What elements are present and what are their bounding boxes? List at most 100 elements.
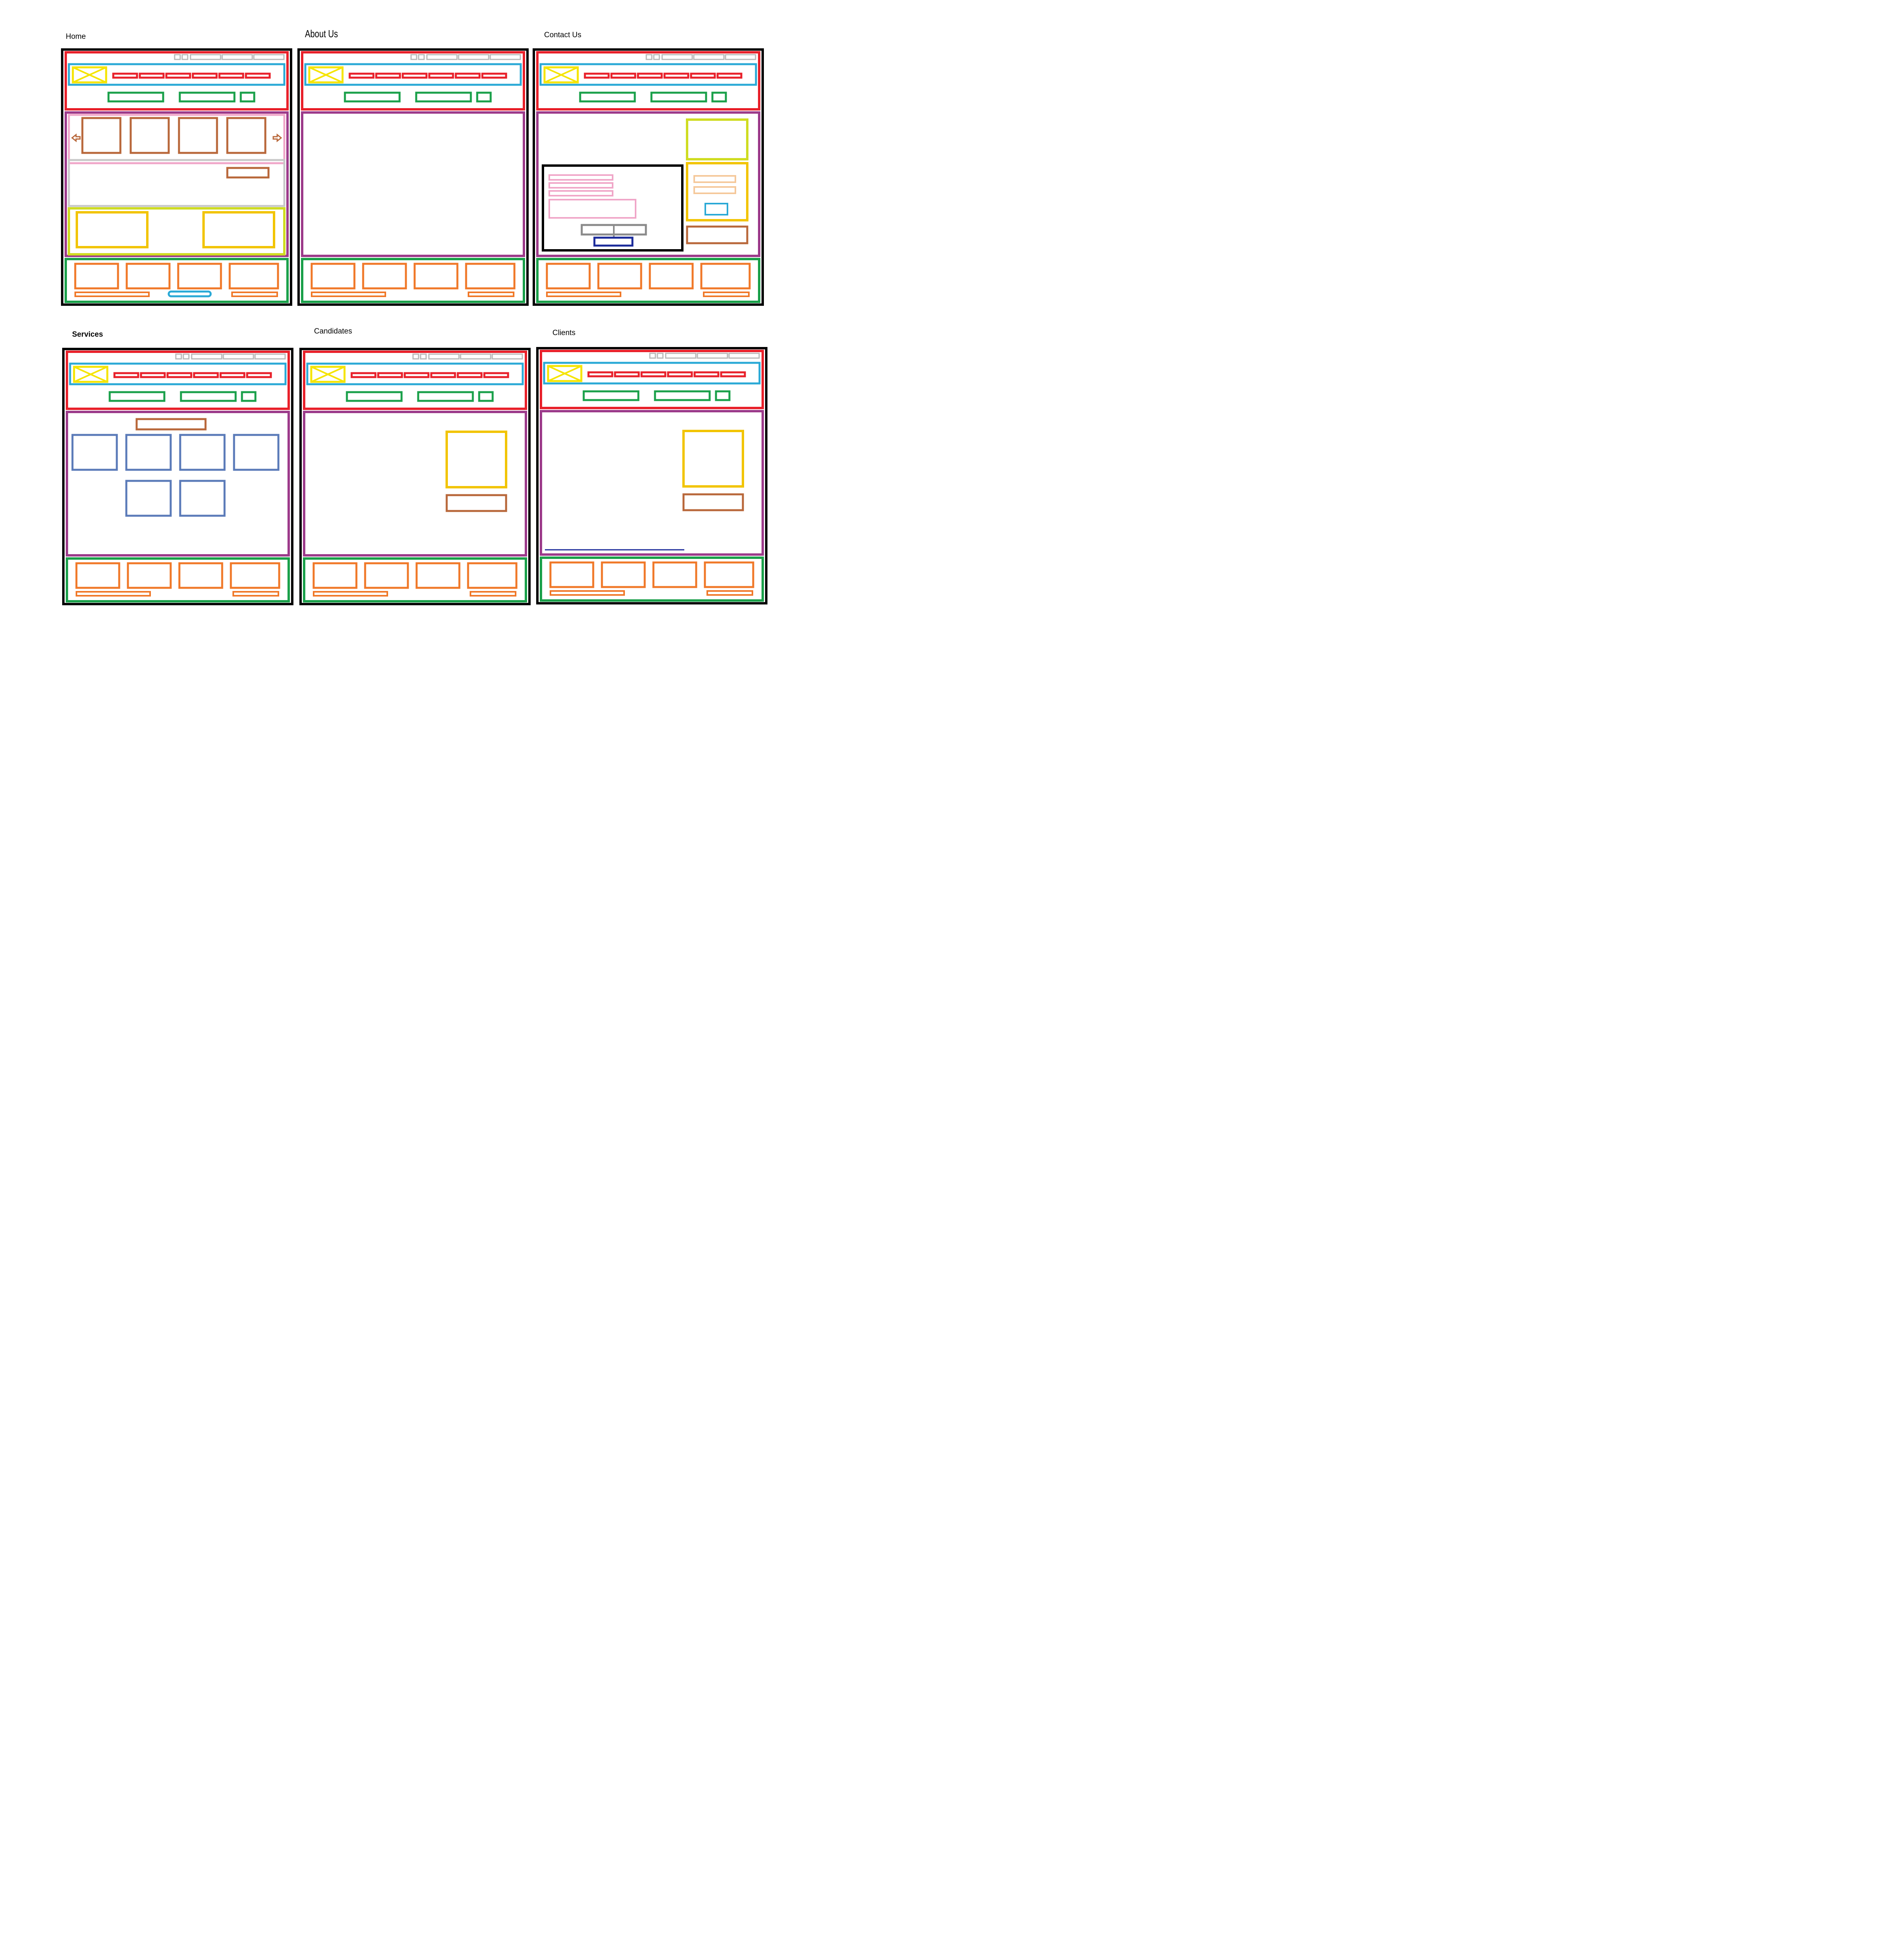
- header-section: [65, 51, 289, 111]
- top-utility-link: [728, 353, 760, 359]
- wireframe-candidates: [299, 348, 531, 605]
- sidebar-action-button: [446, 494, 507, 512]
- wireframe-contact: [533, 48, 764, 306]
- wireframe-clients: [536, 347, 767, 604]
- promo-box: [202, 211, 275, 248]
- top-utility-link: [491, 353, 523, 360]
- nav-link: [428, 72, 454, 79]
- nav-link: [218, 72, 244, 79]
- nav-link: [245, 72, 271, 79]
- footer-column: [230, 562, 280, 589]
- carousel-prev-arrow-icon: [71, 133, 81, 143]
- page-frame: [61, 48, 292, 306]
- secondary-button-small: [711, 92, 727, 103]
- contact-info-box: [686, 162, 748, 221]
- wireframe-title-home: Home: [66, 32, 86, 41]
- logo-cross-line: [311, 366, 345, 383]
- contact-info-line: [693, 186, 736, 194]
- logo-cross-line: [548, 365, 582, 382]
- wireframe-title-candidates: Candidates: [314, 327, 352, 336]
- secondary-button-small: [478, 391, 494, 402]
- service-tile: [125, 434, 172, 471]
- footer-legal-bar: [703, 292, 750, 297]
- contact-info-line: [693, 175, 736, 183]
- carousel-card: [178, 117, 218, 154]
- top-utility-icon: [420, 353, 427, 360]
- nav-link: [716, 72, 743, 79]
- top-utility-link: [458, 54, 489, 60]
- sidebar-action-button: [682, 493, 744, 511]
- top-utility-link: [725, 54, 756, 60]
- footer-section: [540, 557, 764, 602]
- nav-link: [375, 72, 401, 79]
- top-utility-icon: [412, 353, 419, 360]
- nav-link: [193, 372, 219, 378]
- footer-copyright-bar: [74, 292, 150, 297]
- carousel-strip: [68, 114, 286, 164]
- footer-section: [65, 258, 289, 303]
- top-utility-icon: [183, 353, 190, 360]
- nav-link: [192, 72, 218, 79]
- top-utility-link: [693, 54, 725, 60]
- nav-link: [455, 72, 481, 79]
- footer-column: [362, 263, 407, 290]
- header-section: [303, 351, 527, 410]
- wireframe-title-contact: Contact Us: [544, 31, 581, 39]
- secondary-button: [346, 391, 403, 402]
- secondary-button-small: [240, 92, 255, 103]
- intro-text-panel: [68, 159, 286, 207]
- logo-placeholder: [310, 366, 346, 383]
- secondary-button: [107, 92, 164, 103]
- nav-link: [139, 72, 165, 79]
- top-utility-link: [661, 54, 693, 60]
- footer-column: [597, 263, 642, 290]
- top-utility-icon: [181, 54, 188, 60]
- secondary-button-small: [715, 390, 731, 401]
- footer-column: [312, 562, 358, 589]
- secondary-button: [415, 92, 472, 103]
- footer-column: [126, 263, 171, 290]
- footer-column: [177, 263, 222, 290]
- content-section: [65, 111, 289, 257]
- sidebar-info-box: [446, 431, 507, 488]
- footer-column: [75, 562, 120, 589]
- nav-link: [663, 72, 689, 79]
- footer-column: [601, 561, 646, 588]
- nav-link: [430, 372, 456, 378]
- secondary-button-small: [241, 391, 257, 402]
- nav-link: [377, 372, 403, 378]
- nav-link: [113, 372, 139, 378]
- service-tile: [125, 480, 172, 517]
- top-utility-link: [428, 353, 460, 360]
- content-section: [540, 410, 764, 556]
- secondary-button: [417, 391, 474, 402]
- footer-column: [649, 263, 694, 290]
- wireframe-services: [62, 348, 293, 605]
- navbar: [306, 362, 524, 385]
- nav-link: [584, 72, 610, 79]
- logo-cross-line: [544, 67, 578, 83]
- promo-box: [76, 211, 149, 248]
- top-utility-icon: [645, 54, 653, 60]
- nav-link: [402, 72, 428, 79]
- navbar: [539, 63, 757, 86]
- wireframe-title-clients: Clients: [552, 329, 576, 337]
- footer-column: [700, 263, 751, 290]
- nav-link: [348, 72, 375, 79]
- footer-legal-bar: [232, 591, 279, 597]
- footer-copyright-bar: [76, 591, 151, 597]
- top-utility-icon: [653, 54, 660, 60]
- footer-copyright-bar: [313, 591, 388, 597]
- service-tile: [179, 480, 226, 517]
- logo-cross-line: [309, 67, 343, 83]
- navbar: [304, 63, 522, 86]
- wireframe-title-services: Services: [72, 330, 103, 339]
- top-utility-icon: [657, 353, 664, 359]
- content-section: [66, 411, 290, 557]
- sidebar-info-box: [682, 430, 744, 488]
- content-section: [536, 111, 760, 257]
- top-utility-icon: [175, 353, 182, 360]
- footer-section: [303, 557, 527, 602]
- secondary-button-small: [476, 92, 492, 103]
- navbar: [543, 362, 761, 385]
